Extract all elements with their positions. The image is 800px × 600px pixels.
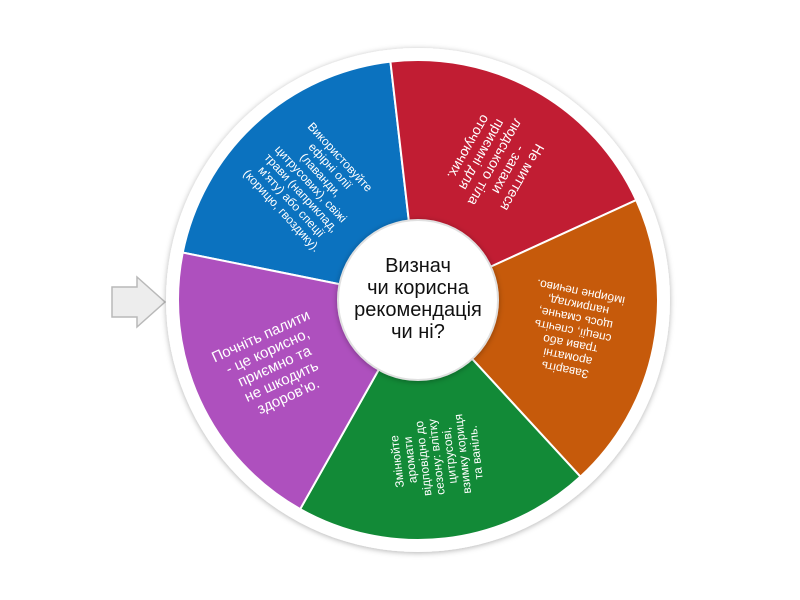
- wheel-segment-1[interactable]: [181, 60, 420, 302]
- center-hub: [337, 219, 499, 381]
- center-question: Визнач чи корисна рекомендація чи ні?: [354, 255, 482, 343]
- pointer-arrow: [111, 275, 167, 329]
- right-arrow-icon: [111, 275, 167, 329]
- wheel-segment-3[interactable]: [416, 198, 659, 479]
- wheel-segment-4[interactable]: [298, 298, 582, 541]
- segment-label: Змінюйтеаромативідповідно досезону: вліт…: [385, 412, 487, 502]
- segment-label: Не миттеся- запахилюдського тілаприємні …: [438, 101, 553, 224]
